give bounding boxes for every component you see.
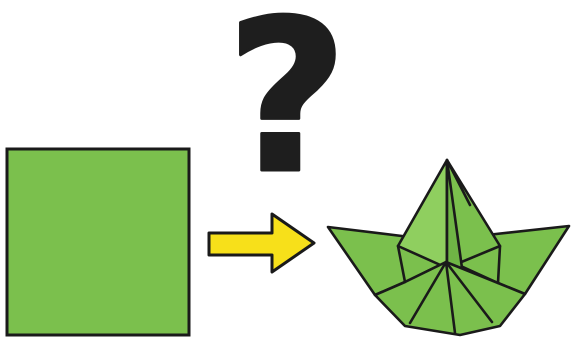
question-mark: ? [226, 0, 348, 220]
right-arrow-icon [209, 214, 314, 272]
green-square-paper [7, 149, 189, 335]
paper-boat-icon [328, 160, 569, 335]
